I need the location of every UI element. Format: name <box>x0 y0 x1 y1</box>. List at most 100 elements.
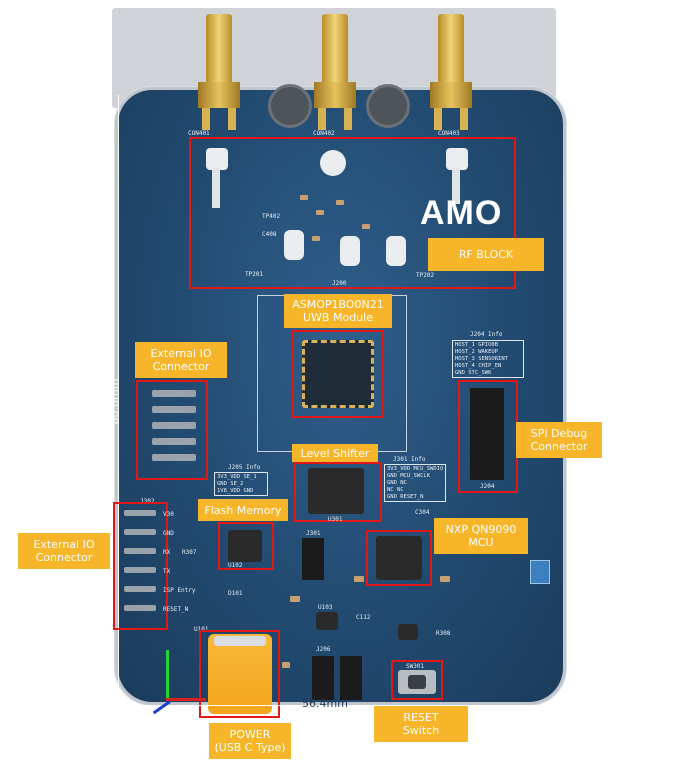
amo-logo: AMO <box>420 194 503 232</box>
u102-label: U102 <box>228 562 243 569</box>
j302-pin-label-4: TX <box>163 568 171 575</box>
j204-row: HOST_2 WAKEUP <box>455 349 499 355</box>
j302-pin-2 <box>124 529 156 535</box>
j301-header <box>302 538 324 580</box>
level-shifter-chip <box>308 468 364 514</box>
j302-pin-1 <box>124 510 156 516</box>
ext-io-top-pin-3 <box>152 422 196 429</box>
ext-io-top-label-1: External IO <box>150 347 212 360</box>
rf-block-highlight <box>189 137 516 289</box>
j206-label: J206 <box>316 646 331 653</box>
ext-io-left-label-2: Connector <box>35 551 93 564</box>
ext-io-top-pin-1 <box>152 390 196 397</box>
r307-label: R307 <box>182 549 197 556</box>
rf-smd-3 <box>336 200 344 205</box>
smd-4 <box>282 662 290 668</box>
ext-io-top-pin-5 <box>152 454 196 461</box>
j204-row: HOST_4 CHIP_EN <box>455 363 502 369</box>
sw301-label: SW301 <box>406 663 425 670</box>
rf-smd-1 <box>300 195 308 200</box>
sma-connector-3 <box>428 14 474 132</box>
usb-c-connector <box>208 634 272 714</box>
reset-label-1: RESET <box>403 711 439 724</box>
rf-cable-6 <box>386 236 406 266</box>
j301-label: J301 <box>306 530 321 537</box>
u301-label: U301 <box>328 516 343 523</box>
standoff-nut-1 <box>268 84 312 128</box>
j302-pin-3 <box>124 548 156 554</box>
axis-y <box>166 650 169 700</box>
mcu-label-1: NXP QN9090 <box>445 523 517 536</box>
d101-label: D101 <box>228 590 243 597</box>
uwb-module-callout: ASMOP1BO0N21 UWB Module <box>284 294 392 328</box>
u101-label: U101 <box>194 626 209 633</box>
reset-highlight <box>391 660 443 700</box>
dim-height-label: 80.0mm <box>108 378 122 425</box>
j302-pin-label-3: RX <box>163 549 171 556</box>
flash-memory-callout: Flash Memory <box>198 499 288 521</box>
uwb-module-highlight <box>292 330 384 418</box>
ext-io-top-callout: External IO Connector <box>135 342 227 378</box>
flash-memory-highlight <box>218 522 274 570</box>
u103-label: U103 <box>318 604 333 611</box>
spi-debug-header <box>470 388 504 480</box>
rf-cable-4 <box>284 230 304 260</box>
con402-label: CON402 <box>313 130 335 137</box>
rf-block-label: RF BLOCK <box>458 248 514 261</box>
c304-label: C304 <box>415 509 430 516</box>
dim-width-line <box>126 705 556 706</box>
j200-label: J200 <box>332 280 347 287</box>
j302-pin-label-2: GND <box>163 530 174 537</box>
c408-label: C408 <box>262 231 277 238</box>
mcu-callout: NXP QN9090 MCU <box>434 518 528 554</box>
j302-pin-6 <box>124 605 156 611</box>
j204-row: HOST_3 SENSORINT <box>455 356 508 362</box>
r308-label: R308 <box>436 630 451 637</box>
flash-memory-label: Flash Memory <box>204 503 282 517</box>
rf-cable-1-wire <box>212 168 220 208</box>
rf-cable-3 <box>446 148 468 170</box>
uwb-module-chip <box>302 340 374 408</box>
j204-row: GND STC_SWK <box>455 370 492 376</box>
c112-label: C112 <box>356 614 371 621</box>
flash-memory-chip <box>228 530 262 562</box>
j302-pin-label-6: RESET_N <box>163 606 189 613</box>
tp402-label: TP402 <box>262 213 281 220</box>
j301-row: GND NC <box>387 480 407 486</box>
rf-block-callout: RF BLOCK <box>428 238 544 271</box>
j301-row: GND MCU_SWCLK <box>387 473 431 479</box>
rf-cable-3-wire <box>452 168 460 204</box>
rf-cable-1 <box>206 148 228 170</box>
tp201-label: TP201 <box>245 271 264 278</box>
usb-c-port <box>214 636 266 646</box>
ext-io-top-label-2: Connector <box>152 360 210 373</box>
j204-row: HOST_1 GPIO0B <box>455 342 499 348</box>
j301-row: 3V3_VDD MCU_SWDIO <box>387 466 444 472</box>
rf-smd-5 <box>362 224 370 229</box>
spi-debug-label-2: Connector <box>530 440 588 453</box>
sma-connector-1 <box>196 14 242 132</box>
j206-jumper-1 <box>312 656 334 700</box>
ext-io-left-highlight <box>113 502 168 630</box>
reset-switch-button <box>408 675 426 689</box>
rf-smd-2 <box>316 210 324 215</box>
power-highlight <box>199 630 280 718</box>
mcu-chip <box>376 536 422 580</box>
axis-z <box>152 700 171 715</box>
u103-chip <box>316 612 338 630</box>
rf-smd-4 <box>312 236 320 241</box>
j205-row: 3V3_VDD SE_1 <box>217 474 257 480</box>
uwb-module-label-2: UWB Module <box>303 311 373 324</box>
j302-pin-5 <box>124 586 156 592</box>
j206-jumper-2 <box>340 656 362 700</box>
j204-info-table: HOST_1 GPIO0B HOST_2 WAKEUP HOST_3 SENSO… <box>452 340 524 378</box>
j302-pin-label-1: V30 <box>163 511 174 518</box>
j301-row: NC NC <box>387 487 404 493</box>
tp202-label: TP202 <box>416 272 435 279</box>
axis-x <box>166 698 206 701</box>
standoff-nut-2 <box>366 84 410 128</box>
spi-debug-label-1: SPI Debug <box>530 427 588 440</box>
j301-info-table: 3V3_VDD MCU_SWDIO GND MCU_SWCLK GND NC N… <box>384 464 446 502</box>
con403-label: CON403 <box>438 130 460 137</box>
j302-pin-label-5: ISP Entry <box>163 587 196 594</box>
